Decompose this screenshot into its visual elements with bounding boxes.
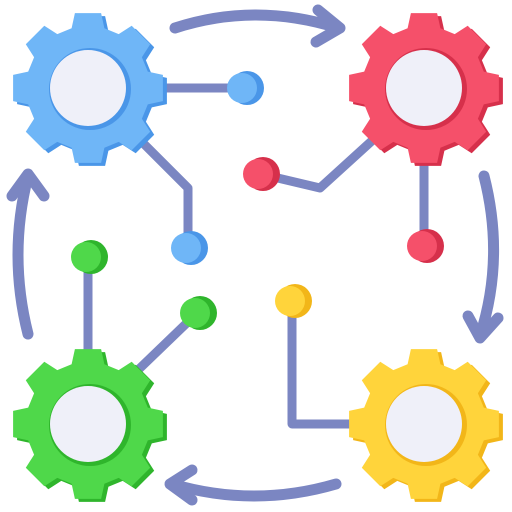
arrow-top-right-head: [310, 4, 346, 48]
gear-blue-icon: [13, 13, 167, 166]
connector-red-to-dot: [260, 133, 380, 193]
gear-green-icon: [13, 349, 167, 502]
arrow-right-down-head: [462, 310, 504, 344]
gear-green-hub: [50, 386, 126, 462]
dot-blue-right: [227, 71, 264, 105]
gears: [13, 13, 503, 502]
dot-yellow: [275, 284, 312, 318]
connector-green-to-dot: [133, 313, 197, 375]
endpoint-dots: [71, 71, 444, 330]
gear-yellow-hub: [386, 386, 462, 462]
connector-yellow-to-dot: [287, 300, 363, 429]
gear-yellow-icon: [349, 349, 503, 502]
arrow-top-right: [169, 9, 344, 34]
connector-blue-to-lower-dot: [130, 130, 193, 245]
cycle-arrows: [6, 4, 504, 506]
gear-red-hub: [386, 50, 462, 126]
gear-blue-hub: [50, 50, 126, 126]
gear-red-icon: [349, 13, 503, 166]
arrow-bottom-left: [166, 478, 342, 502]
dot-blue-lower: [171, 231, 208, 265]
arrow-left-up-head: [6, 168, 50, 202]
arrow-bottom-left-head: [164, 464, 198, 506]
dot-green-upper: [71, 240, 108, 274]
dot-green-right: [180, 296, 217, 330]
dot-red-left: [243, 157, 280, 191]
arrow-left-up: [12, 170, 34, 340]
arrow-right-down: [474, 170, 500, 342]
dot-red-lower: [407, 229, 444, 263]
